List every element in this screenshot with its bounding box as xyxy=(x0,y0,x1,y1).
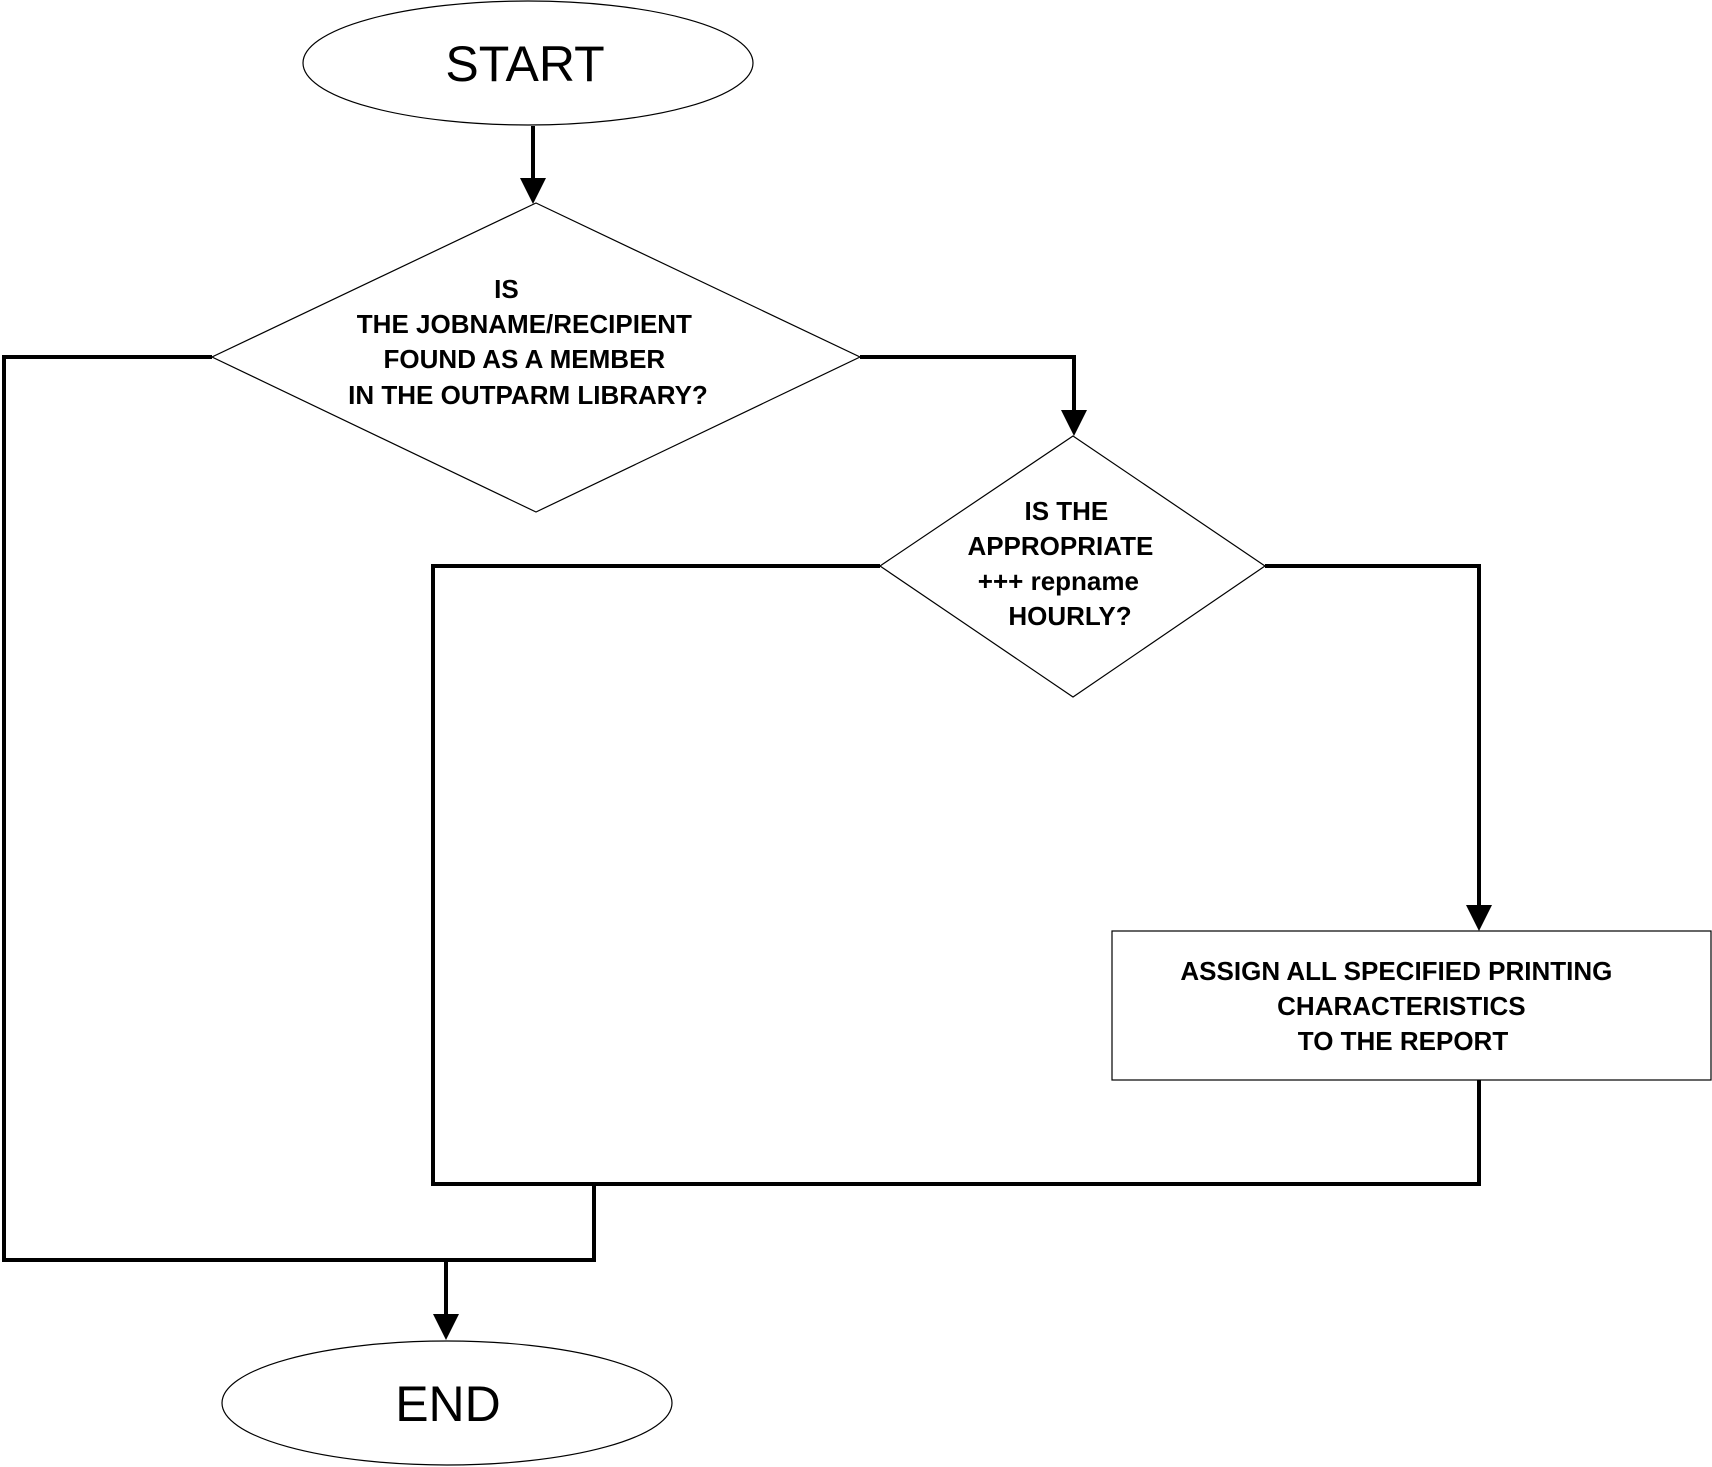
decision2-line: APPROPRIATE xyxy=(967,531,1153,561)
process1-line: CHARACTERISTICS xyxy=(1277,991,1525,1021)
start-terminal: START xyxy=(302,0,754,126)
process-assign-characteristics: ASSIGN ALL SPECIFIED PRINTING CHARACTERI… xyxy=(1111,930,1712,1081)
arrowhead-end xyxy=(433,1314,459,1340)
process1-box xyxy=(1111,930,1712,1081)
end-label: END xyxy=(395,1376,501,1432)
connectors xyxy=(2,126,1492,1340)
decision2-diamond xyxy=(878,435,1267,698)
decision1-diamond xyxy=(210,202,862,513)
decision1-line: FOUND AS A MEMBER xyxy=(384,344,666,374)
connector-decision2-to-process xyxy=(1265,564,1481,907)
process1-text: ASSIGN ALL SPECIFIED PRINTING CHARACTERI… xyxy=(1180,956,1619,1056)
decision-repname-hourly: IS THE APPROPRIATE +++ repname HOURLY? xyxy=(878,435,1267,698)
end-ellipse xyxy=(221,1340,673,1466)
decision1-line: IS xyxy=(494,274,519,304)
decision2-line: IS THE xyxy=(1024,496,1108,526)
connector-decision2-left-branch xyxy=(431,564,1481,1186)
decision2-line: HOURLY? xyxy=(1008,601,1131,631)
decision-outparm-member: IS THE JOBNAME/RECIPIENT FOUND AS A MEMB… xyxy=(210,202,862,513)
connector-decision1-to-decision2 xyxy=(860,355,1076,412)
process1-line: TO THE REPORT xyxy=(1298,1026,1509,1056)
start-ellipse xyxy=(302,0,754,126)
arrowhead-process1 xyxy=(1466,905,1492,931)
arrowhead-decision1 xyxy=(520,178,546,204)
arrowhead-decision2 xyxy=(1061,410,1087,436)
end-terminal: END xyxy=(221,1340,673,1466)
process1-line: ASSIGN ALL SPECIFIED PRINTING xyxy=(1180,956,1612,986)
decision1-text: IS THE JOBNAME/RECIPIENT FOUND AS A MEMB… xyxy=(348,274,708,410)
decision1-line: IN THE OUTPARM LIBRARY? xyxy=(348,380,708,410)
connector-decision1-left-branch xyxy=(2,355,596,1262)
start-label: START xyxy=(445,36,604,92)
decision1-line: THE JOBNAME/RECIPIENT xyxy=(357,309,692,339)
decision2-line: +++ repname xyxy=(978,566,1139,596)
decision2-text: IS THE APPROPRIATE +++ repname HOURLY? xyxy=(967,496,1160,631)
